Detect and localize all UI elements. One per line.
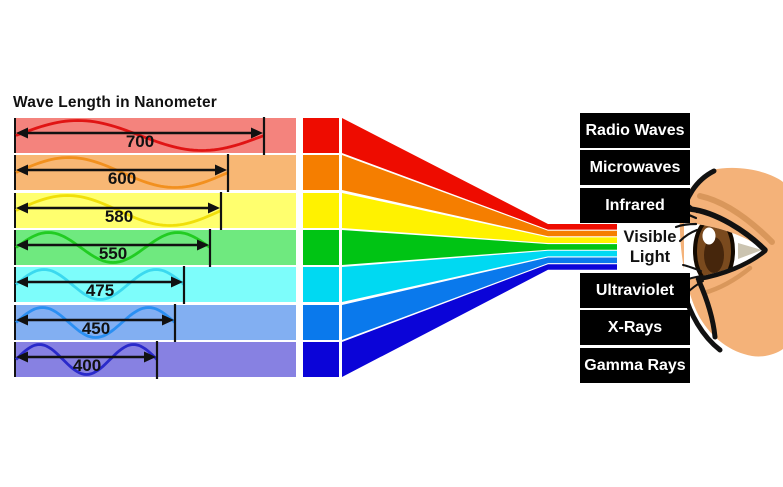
violet-arrowhead-right bbox=[144, 351, 156, 363]
wavelength-value-violet: 400 bbox=[73, 356, 101, 375]
green-arrowhead-right bbox=[197, 239, 209, 251]
violet-band-left-edge bbox=[14, 342, 16, 377]
label-x-rays-text: X-Rays bbox=[607, 318, 663, 336]
eyelid-crease-upper bbox=[697, 193, 775, 245]
cyan-arrowhead-left bbox=[16, 276, 28, 288]
lower-eyelid-line bbox=[695, 248, 768, 282]
green-band-left-edge bbox=[14, 230, 16, 265]
diagram-title: Wave Length in Nanometer bbox=[13, 94, 218, 111]
cyan-band-left-edge bbox=[14, 267, 16, 302]
wavelength-value-blue: 450 bbox=[82, 319, 110, 338]
cheek-fold-line bbox=[696, 278, 718, 340]
wavelength-value-orange: 600 bbox=[108, 169, 136, 188]
blue-band bbox=[14, 305, 296, 340]
label-visible-light: Visible Light bbox=[614, 227, 686, 267]
converging-light-beams bbox=[303, 118, 617, 377]
blue-arrowhead-left bbox=[16, 314, 28, 326]
yellow-column-cell bbox=[303, 193, 339, 228]
eye-illustration bbox=[674, 167, 783, 357]
red-column-cell bbox=[303, 118, 339, 153]
blue-beam bbox=[342, 257, 617, 340]
wavelength-value-red: 700 bbox=[126, 132, 154, 151]
violet-band bbox=[14, 342, 296, 377]
pupil bbox=[704, 237, 724, 273]
wavelength-rows: 700 600 580 550 475 450 400 bbox=[14, 117, 296, 379]
orange-beam bbox=[342, 155, 617, 237]
visible-light-line1: Visible bbox=[623, 228, 677, 246]
orange-arrowhead-right bbox=[215, 164, 227, 176]
eye-corner-shadow bbox=[738, 243, 762, 259]
visible-light-line2: Light bbox=[629, 248, 671, 266]
yellow-band-left-edge bbox=[14, 193, 16, 228]
blue-arrowhead-right bbox=[162, 314, 174, 326]
orange-arrowhead-left bbox=[16, 164, 28, 176]
label-ultraviolet: Ultraviolet bbox=[580, 273, 690, 308]
wavelength-value-cyan: 475 bbox=[86, 281, 114, 300]
violet-column-cell bbox=[303, 342, 339, 377]
blue-band-left-edge bbox=[14, 305, 16, 340]
green-band bbox=[14, 230, 296, 265]
yellow-sine-wave bbox=[15, 194, 222, 227]
green-sine-wave bbox=[15, 231, 211, 264]
blue-column-cell bbox=[303, 305, 339, 340]
iris-highlight bbox=[702, 227, 716, 245]
cyan-arrowhead-right bbox=[171, 276, 183, 288]
green-arrowhead-left bbox=[16, 239, 28, 251]
cyan-column-cell bbox=[303, 267, 339, 302]
cyan-beam bbox=[342, 250, 617, 302]
red-band bbox=[14, 118, 296, 153]
violet-sine-wave bbox=[15, 343, 158, 376]
label-radio-waves: Radio Waves bbox=[580, 113, 690, 148]
label-microwaves: Microwaves bbox=[580, 150, 690, 185]
wavelength-value-yellow: 580 bbox=[105, 207, 133, 226]
orange-sine-wave bbox=[15, 156, 229, 189]
label-gamma-rays: Gamma Rays bbox=[580, 348, 690, 383]
blue-sine-wave bbox=[15, 306, 176, 339]
label-infrared-text: Infrared bbox=[605, 196, 665, 214]
violet-arrowhead-left bbox=[16, 351, 28, 363]
iris-group bbox=[693, 223, 735, 279]
orange-band-left-edge bbox=[14, 155, 16, 190]
yellow-band bbox=[14, 193, 296, 228]
green-column-cell bbox=[303, 230, 339, 265]
label-x-rays: X-Rays bbox=[580, 310, 690, 345]
green-beam bbox=[342, 230, 617, 265]
label-ultraviolet-text: Ultraviolet bbox=[595, 281, 675, 299]
label-microwaves-text: Microwaves bbox=[589, 158, 681, 176]
orange-column-cell bbox=[303, 155, 339, 190]
label-radio-waves-text: Radio Waves bbox=[585, 121, 685, 139]
red-arrowhead-right bbox=[251, 127, 263, 139]
red-arrowhead-left bbox=[16, 127, 28, 139]
yellow-arrowhead-left bbox=[16, 202, 28, 214]
cyan-sine-wave bbox=[15, 268, 185, 301]
label-infrared: Infrared bbox=[580, 188, 690, 223]
cyan-band bbox=[14, 267, 296, 302]
red-band-left-edge bbox=[14, 118, 16, 153]
yellow-beam bbox=[342, 193, 617, 243]
wavelength-value-green: 550 bbox=[99, 244, 127, 263]
label-gamma-rays-text: Gamma Rays bbox=[584, 356, 686, 374]
eyelid-crease-lower bbox=[701, 265, 753, 296]
red-sine-wave bbox=[15, 119, 265, 152]
upper-eyelid-line bbox=[687, 206, 768, 253]
yellow-arrowhead-right bbox=[208, 202, 220, 214]
